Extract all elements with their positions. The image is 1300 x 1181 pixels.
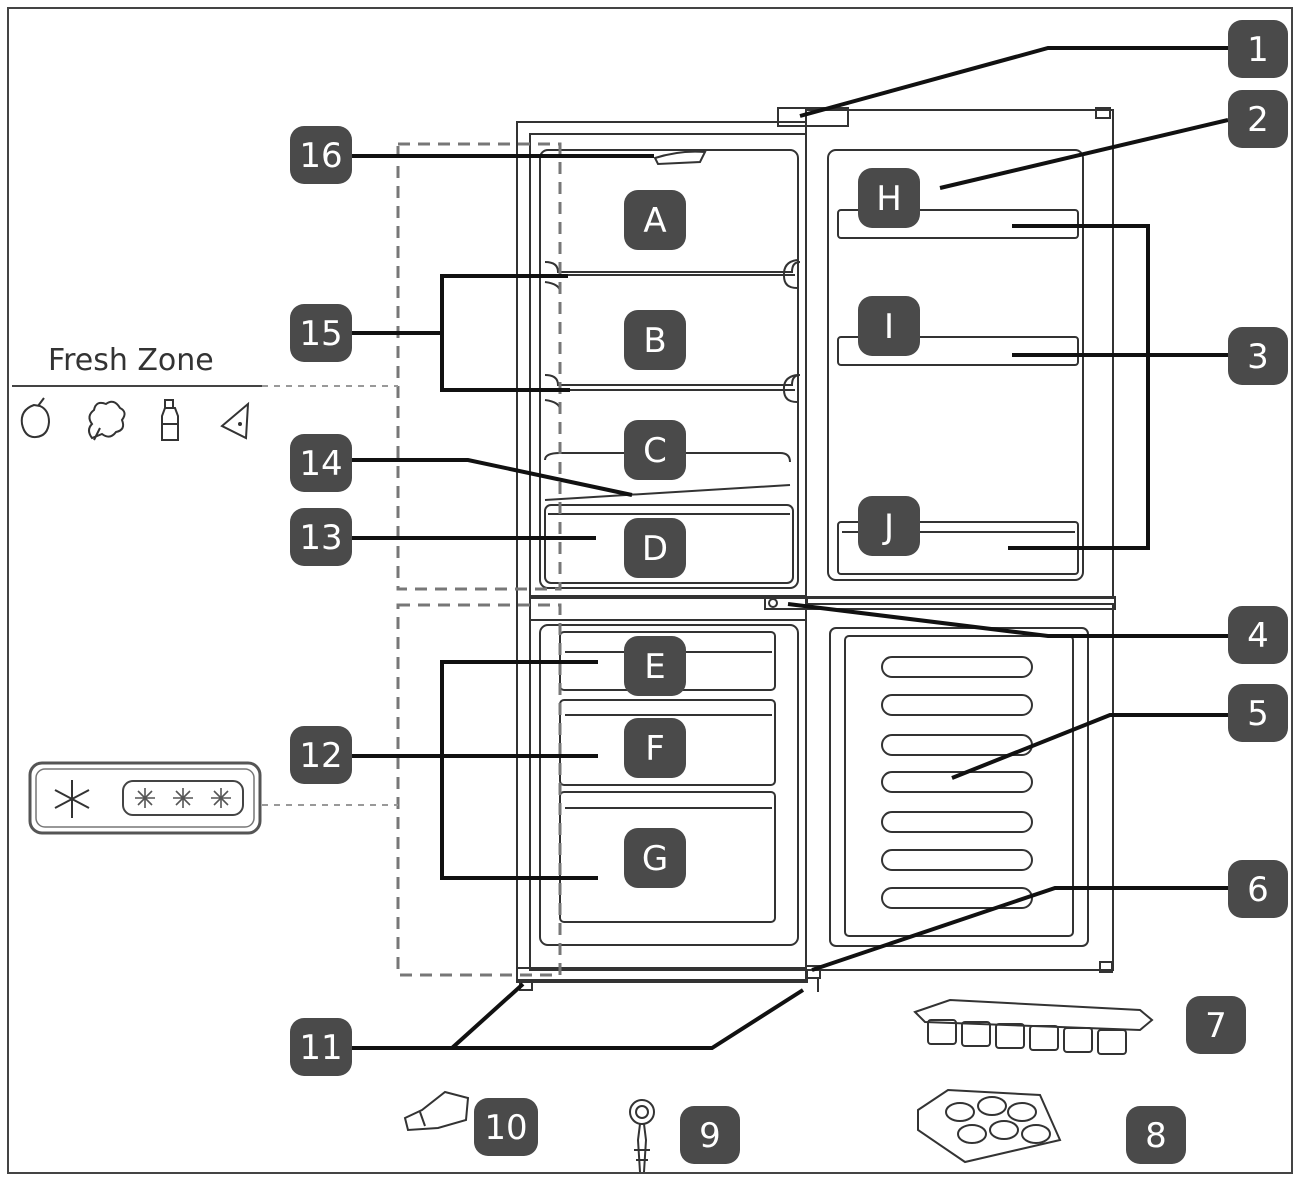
callout-5: 5 — [1228, 684, 1288, 742]
compartment-badges: A B C D E F G H I J — [624, 168, 920, 888]
callout-14-label: 14 — [299, 444, 342, 484]
leader-lines — [350, 46, 1230, 1050]
fruit-icon — [20, 397, 51, 439]
callout-15-label: 15 — [299, 314, 342, 354]
snowflake-icon — [54, 780, 90, 818]
compartment-D: D — [624, 518, 686, 578]
compartment-C: C — [624, 420, 686, 480]
callout-8-label: 8 — [1145, 1116, 1167, 1156]
callout-12: 12 — [290, 726, 352, 784]
bottle-icon — [161, 399, 179, 441]
callout-4: 4 — [1228, 606, 1288, 664]
callout-8: 8 — [1126, 1106, 1186, 1164]
three-star-freezer-icon — [122, 780, 244, 816]
outer-frame — [7, 7, 1293, 1174]
freezer-door — [764, 596, 1116, 992]
callout-16: 16 — [290, 126, 352, 184]
compartment-F: F — [624, 718, 686, 778]
compartment-B-label: B — [643, 321, 666, 361]
callout-4-label: 4 — [1247, 616, 1269, 656]
fresh-zone-title: Fresh Zone — [48, 343, 214, 378]
callout-11-label: 11 — [299, 1028, 342, 1068]
callout-11: 11 — [290, 1018, 352, 1076]
compartment-H-label: H — [876, 179, 902, 219]
glass-shelf-upper — [544, 259, 801, 293]
callout-10: 10 — [474, 1098, 538, 1156]
zone-frames — [262, 142, 562, 977]
compartment-I: I — [858, 296, 920, 356]
door-reversal-wrench — [629, 1099, 655, 1173]
callout-16-label: 16 — [299, 136, 342, 176]
callout-13: 13 — [290, 508, 352, 566]
callout-15: 15 — [290, 304, 352, 362]
compartment-H: H — [858, 168, 920, 228]
callout-6: 6 — [1228, 860, 1288, 918]
compartment-E: E — [624, 636, 686, 696]
vegetable-icon — [88, 400, 126, 441]
ice-cube-tray — [913, 998, 1154, 1055]
compartment-E-label: E — [644, 647, 665, 687]
freezer-drawer-middle — [559, 699, 776, 786]
cheese-icon — [220, 401, 250, 440]
compartment-I-label: I — [884, 307, 894, 347]
callout-14: 14 — [290, 434, 352, 492]
scraper-tool — [403, 1090, 470, 1132]
evaporator-coils — [881, 656, 1033, 909]
callout-5-label: 5 — [1247, 694, 1269, 734]
compartment-A: A — [624, 190, 686, 250]
compartment-C-label: C — [643, 431, 667, 471]
freezer-drawer-bottom — [559, 791, 776, 923]
callout-9: 9 — [680, 1106, 740, 1164]
compartment-G: G — [624, 828, 686, 888]
compartment-D-label: D — [642, 529, 668, 569]
callout-12-label: 12 — [299, 736, 342, 776]
freezer-rating-legend — [28, 761, 262, 835]
egg-tray — [917, 1088, 1062, 1164]
fresh-zone-legend: Fresh Zone — [12, 343, 262, 441]
door-shelf-middle — [837, 336, 1079, 366]
compartment-J: J — [858, 496, 920, 556]
crisper-drawer — [544, 504, 794, 584]
callout-6-label: 6 — [1247, 870, 1269, 910]
compartment-J-label: J — [882, 507, 894, 547]
callout-10-label: 10 — [484, 1108, 527, 1148]
compartment-F-label: F — [645, 729, 665, 769]
callout-1-label: 1 — [1247, 30, 1269, 70]
callout-1: 1 — [1228, 20, 1288, 78]
callout-7-label: 7 — [1205, 1006, 1227, 1046]
callout-9-label: 9 — [699, 1116, 721, 1156]
compartment-G-label: G — [642, 839, 668, 879]
callout-2: 2 — [1228, 90, 1288, 148]
callout-badges: 1 2 3 4 5 6 7 8 9 10 11 12 13 14 15 — [290, 20, 1288, 1164]
callout-3: 3 — [1228, 327, 1288, 385]
callout-13-label: 13 — [299, 518, 342, 558]
compartment-A-label: A — [643, 201, 666, 241]
callout-2-label: 2 — [1247, 100, 1269, 140]
callout-7: 7 — [1186, 996, 1246, 1054]
callout-3-label: 3 — [1247, 337, 1269, 377]
compartment-B: B — [624, 310, 686, 370]
